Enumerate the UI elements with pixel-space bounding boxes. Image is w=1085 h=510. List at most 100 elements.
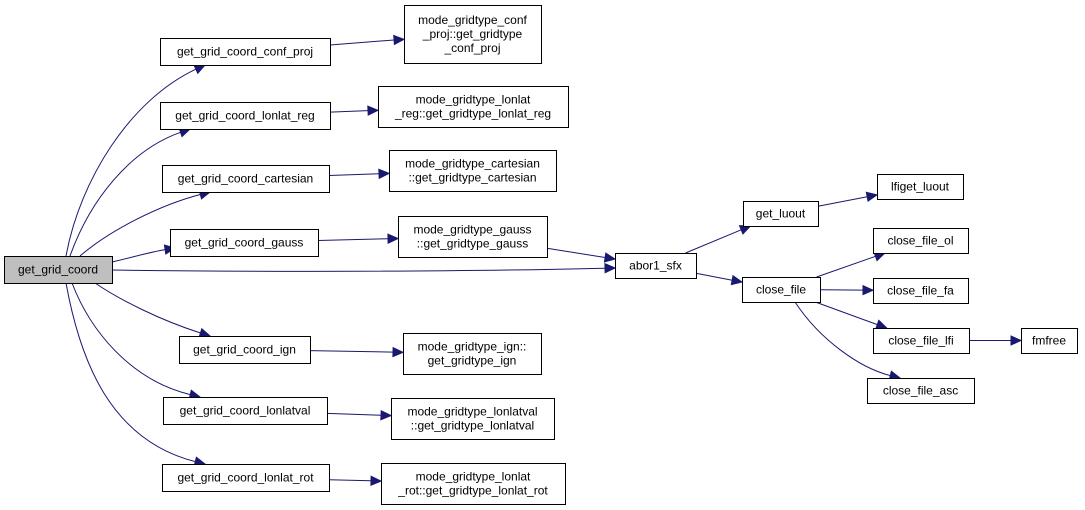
arrowhead-icon xyxy=(862,284,875,296)
node-label: abor1_sfx xyxy=(629,259,682,273)
node-m-lonlat-rot[interactable]: mode_gridtype_lonlat_rot::get_gridtype_l… xyxy=(381,463,566,505)
edge-line xyxy=(79,194,201,257)
node-close-file-asc[interactable]: close_file_asc xyxy=(867,378,975,404)
node-box xyxy=(170,229,319,257)
edge-m_gauss-to-abor1_sfx xyxy=(546,247,617,263)
node-box xyxy=(873,278,969,304)
node-lfiget-luout[interactable]: lfiget_luout xyxy=(877,174,964,200)
node-label: mode_gridtype_lonlat xyxy=(416,470,531,484)
node-box xyxy=(163,397,328,425)
node-label: _reg::get_gridtype_lonlat_reg xyxy=(394,107,551,121)
edge-line xyxy=(309,350,394,353)
node-close-file-ol[interactable]: close_file_ol xyxy=(873,228,969,254)
node-m-lonlat-reg[interactable]: mode_gridtype_lonlat_reg::get_gridtype_l… xyxy=(378,86,569,128)
edge-line xyxy=(65,282,196,463)
node-label: get_grid_coord_ign xyxy=(193,343,296,357)
arrowhead-icon xyxy=(378,168,391,180)
node-box xyxy=(160,102,331,130)
node-lonlat-rot[interactable]: get_grid_coord_lonlat_rot xyxy=(162,464,330,492)
edge-conf_proj-to-m_conf_proj xyxy=(329,34,406,46)
node-box xyxy=(398,216,548,258)
node-label: get_grid_coord_conf_proj xyxy=(177,45,313,59)
node-root[interactable]: get_grid_coord xyxy=(4,256,113,284)
node-box xyxy=(162,464,330,492)
node-ign[interactable]: get_grid_coord_ign xyxy=(179,336,311,364)
edges-layer xyxy=(65,34,1023,487)
node-box xyxy=(1021,328,1078,354)
arrowhead-icon xyxy=(604,262,617,274)
edge-line xyxy=(71,282,191,396)
node-label: lfiget_luout xyxy=(891,180,950,194)
node-gauss[interactable]: get_grid_coord_gauss xyxy=(170,229,319,257)
arrowhead-icon xyxy=(875,319,888,330)
node-m-lonlatval[interactable]: mode_gridtype_lonlatval::get_gridtype_lo… xyxy=(391,398,555,440)
node-get-luout[interactable]: get_luout xyxy=(743,201,819,227)
edge-root-to-lonlat_rot xyxy=(65,282,207,467)
node-label: get_gridtype_ign xyxy=(428,354,517,368)
node-label: close_file_lfi xyxy=(888,334,953,348)
node-label: get_grid_coord_lonlat_rot xyxy=(177,471,314,485)
edge-close_file-to-close_file_ol xyxy=(816,251,887,278)
edge-lonlatval-to-m_lonlatval xyxy=(326,410,393,421)
node-box xyxy=(160,38,331,66)
edge-line xyxy=(695,272,733,281)
node-label: ::get_gridtype_gauss xyxy=(417,237,528,251)
node-lonlat-reg[interactable]: get_grid_coord_lonlat_reg xyxy=(160,102,331,130)
edge-cartesian-to-m_cartesian xyxy=(328,168,391,180)
node-label: mode_gridtype_gauss xyxy=(413,223,531,237)
node-label: close_file xyxy=(756,283,806,297)
arrowhead-icon xyxy=(865,191,879,202)
node-label: get_grid_coord xyxy=(18,263,98,277)
edge-ign-to-m_ign xyxy=(309,346,405,358)
arrowhead-icon xyxy=(730,274,744,286)
node-close-file-fa[interactable]: close_file_fa xyxy=(873,278,969,304)
node-label: get_grid_coord_lonlatval xyxy=(180,404,311,418)
node-abor1-sfx[interactable]: abor1_sfx xyxy=(615,253,697,279)
arrowhead-icon xyxy=(380,410,393,421)
edge-close_file-to-close_file_fa xyxy=(819,284,875,296)
node-cartesian[interactable]: get_grid_coord_cartesian xyxy=(162,165,330,193)
edge-root-to-gauss xyxy=(111,244,177,263)
edge-abor1_sfx-to-close_file xyxy=(695,272,744,286)
arrowhead-icon xyxy=(193,64,207,75)
arrowhead-icon xyxy=(198,327,212,338)
edge-close_file-to-close_file_lfi xyxy=(815,301,888,330)
node-close-file-lfi[interactable]: close_file_lfi xyxy=(873,328,970,354)
edge-line xyxy=(328,479,372,482)
edge-abor1_sfx-to-get_luout xyxy=(685,225,752,254)
edge-line xyxy=(317,238,389,242)
arrowhead-icon xyxy=(387,233,400,244)
node-label: _rot::get_gridtype_lonlat_rot xyxy=(397,484,548,498)
node-m-cartesian[interactable]: mode_gridtype_cartesian::get_gridtype_ca… xyxy=(389,150,557,192)
node-label: fmfree xyxy=(1032,334,1066,348)
node-box xyxy=(162,165,330,193)
node-label: close_file_fa xyxy=(887,284,954,298)
edge-line xyxy=(546,247,606,258)
node-label: close_file_asc xyxy=(883,384,958,398)
node-box xyxy=(403,333,542,375)
edge-line xyxy=(817,196,868,207)
node-m-gauss[interactable]: mode_gridtype_gauss::get_gridtype_gauss xyxy=(398,216,548,258)
node-label: mode_gridtype_lonlat xyxy=(416,93,531,107)
edge-line xyxy=(685,229,742,254)
node-label: ::get_gridtype_cartesian xyxy=(408,171,536,185)
node-conf-proj[interactable]: get_grid_coord_conf_proj xyxy=(160,38,331,66)
node-box xyxy=(179,336,311,364)
node-fmfree[interactable]: fmfree xyxy=(1021,328,1078,354)
node-box xyxy=(381,463,566,505)
edge-line xyxy=(329,110,369,113)
node-box xyxy=(615,253,697,279)
node-m-conf-proj[interactable]: mode_gridtype_conf_proj::get_gridtype_co… xyxy=(404,5,542,64)
arrowhead-icon xyxy=(370,475,383,487)
edge-root-to-abor1_sfx xyxy=(111,262,617,274)
edge-gauss-to-m_gauss xyxy=(317,233,400,244)
node-lonlatval[interactable]: get_grid_coord_lonlatval xyxy=(163,397,328,425)
edge-line xyxy=(111,267,606,272)
edge-line xyxy=(328,173,380,177)
edge-line xyxy=(326,412,382,416)
node-label: get_grid_coord_cartesian xyxy=(178,172,313,186)
node-close-file[interactable]: close_file xyxy=(742,277,821,303)
node-box xyxy=(378,86,569,128)
arrowhead-icon xyxy=(392,346,405,358)
node-m-ign[interactable]: mode_gridtype_ign::get_gridtype_ign xyxy=(403,333,542,375)
